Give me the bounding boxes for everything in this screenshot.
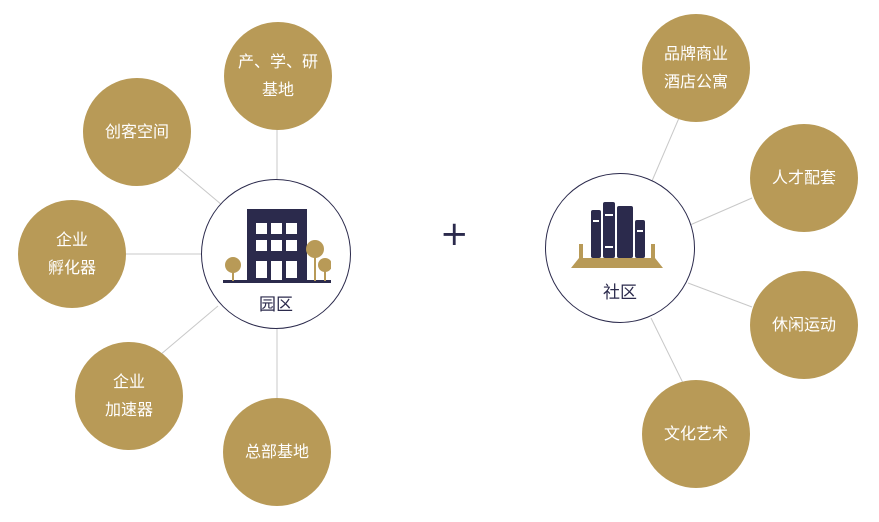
node-maker-space: 创客空间	[83, 78, 191, 186]
node-line: 加速器	[104, 400, 153, 419]
node-line: 品牌商业	[663, 44, 728, 63]
node-line: 文化艺术	[663, 424, 728, 443]
node-line: 企业	[112, 372, 145, 391]
community-hub: 社区	[545, 173, 695, 323]
node-accelerator: 企业 加速器	[75, 342, 183, 450]
node-line: 总部基地	[244, 442, 309, 461]
node-headquarters-base: 总部基地	[223, 398, 331, 506]
plus-symbol: +	[440, 214, 469, 254]
books-icon	[571, 202, 663, 268]
node-line: 创客空间	[104, 122, 169, 141]
park-hub: 园区	[201, 179, 351, 329]
node-line: 人才配套	[771, 168, 836, 187]
connector-line	[650, 317, 684, 384]
node-line: 产、学、研	[237, 52, 318, 71]
connector-line	[687, 282, 753, 308]
node-talent-support: 人才配套	[750, 124, 858, 232]
connector-line	[177, 167, 223, 206]
node-line: 酒店公寓	[663, 72, 728, 91]
node-line: 孵化器	[47, 258, 96, 277]
connector-line	[651, 117, 680, 182]
node-industry-academia-research: 产、学、研 基地	[224, 22, 332, 130]
building-icon	[223, 209, 331, 283]
node-line: 企业	[55, 230, 88, 249]
node-brand-commerce-hotel: 品牌商业 酒店公寓	[642, 14, 750, 122]
node-line: 基地	[261, 80, 294, 99]
park-hub-label: 园区	[259, 295, 293, 315]
node-leisure-sports: 休闲运动	[750, 271, 858, 379]
connector-line	[159, 305, 219, 356]
community-hub-label: 社区	[603, 283, 637, 303]
connector-line	[689, 197, 753, 226]
node-incubator: 企业 孵化器	[18, 200, 126, 308]
node-line: 休闲运动	[771, 315, 836, 334]
node-culture-art: 文化艺术	[642, 380, 750, 488]
